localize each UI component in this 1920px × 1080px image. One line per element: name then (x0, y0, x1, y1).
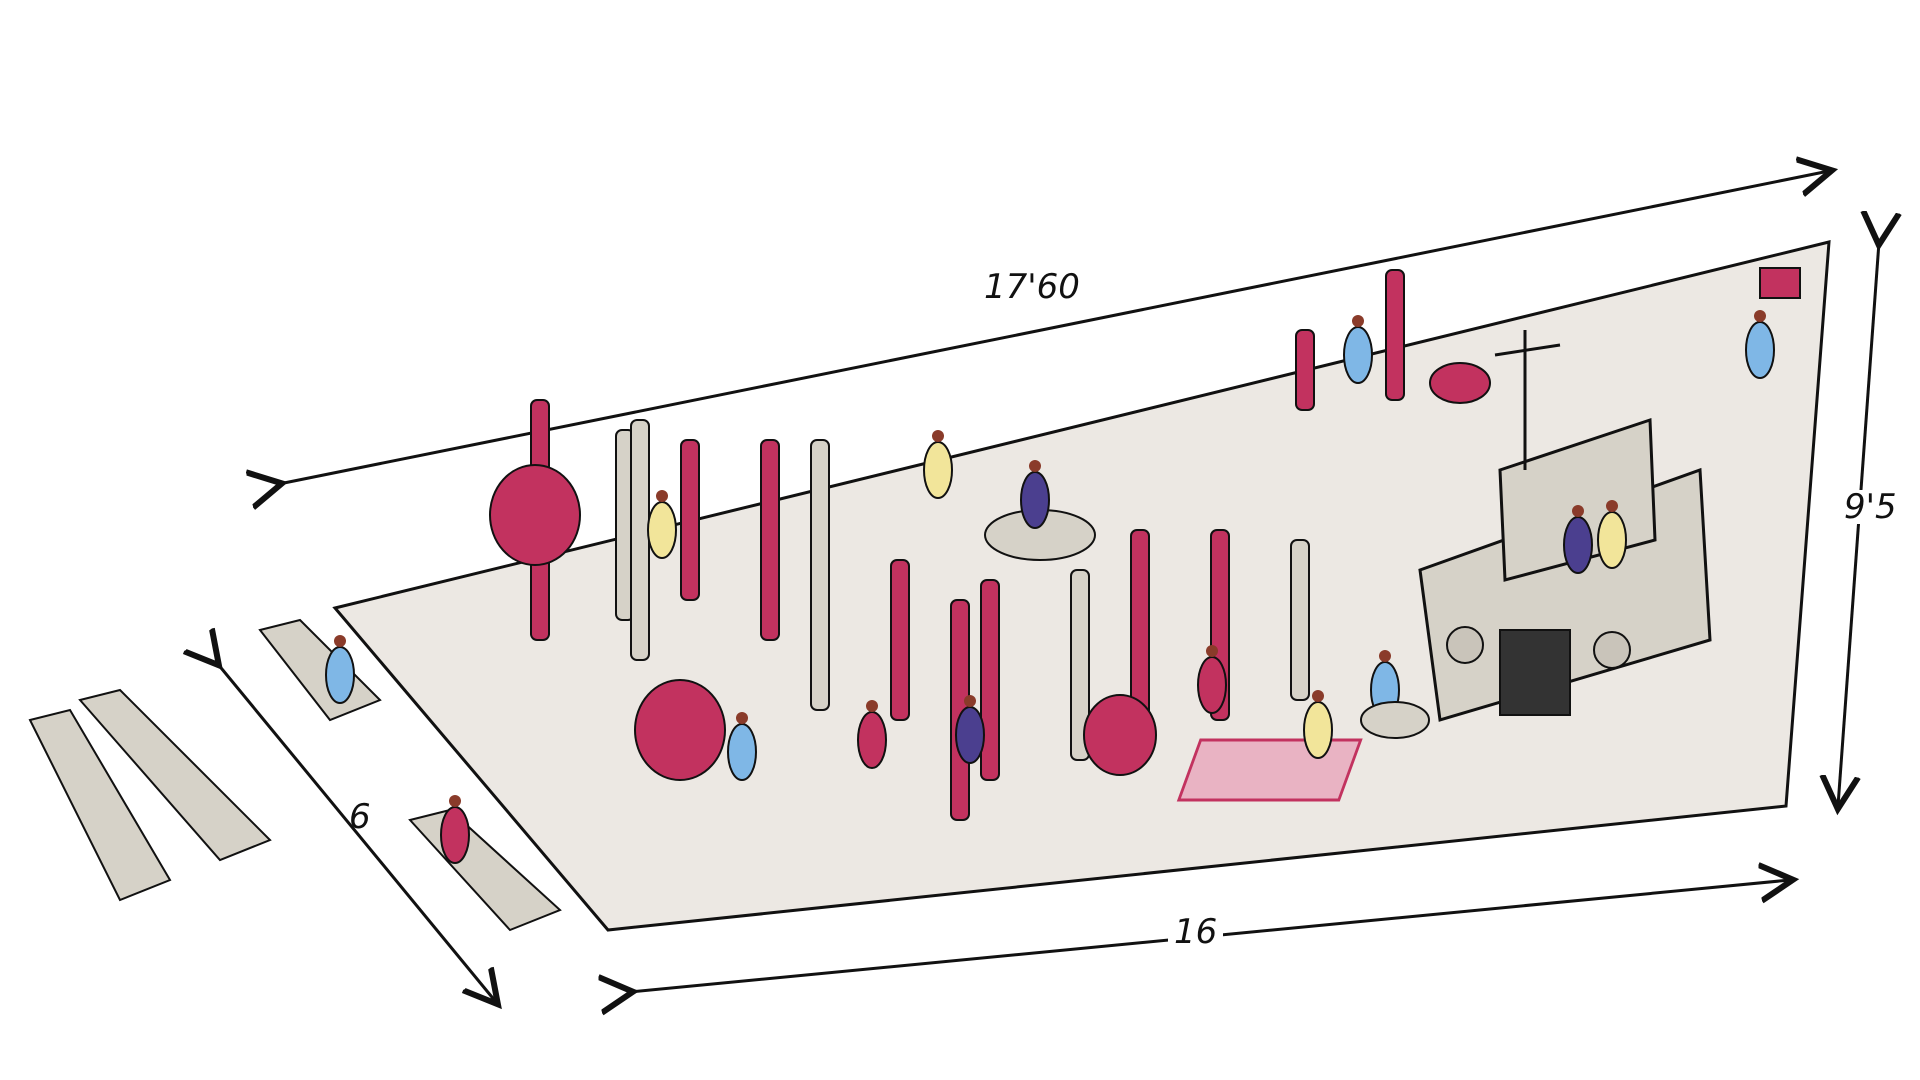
person (1745, 321, 1775, 379)
left-dimension-label: 6 (349, 797, 371, 837)
trees (489, 269, 1405, 821)
person-head (656, 490, 668, 502)
person-head (1606, 500, 1618, 512)
person (727, 723, 757, 781)
person-head (1572, 505, 1584, 517)
tree (1295, 329, 1315, 411)
person-head (736, 712, 748, 724)
tree (810, 439, 830, 711)
person-head (1206, 645, 1218, 657)
person (1597, 511, 1627, 569)
bottom-dimension-label: 16 (1168, 915, 1224, 949)
basket (1083, 694, 1157, 776)
people (325, 310, 1775, 864)
person-head (1312, 690, 1324, 702)
person (325, 646, 355, 704)
person (1303, 701, 1333, 759)
bench (28, 708, 172, 902)
person-head (1029, 460, 1041, 472)
tree (1385, 269, 1405, 401)
person (923, 441, 953, 499)
play-house (1176, 330, 1712, 802)
tree (980, 579, 1000, 781)
person (1197, 656, 1227, 714)
tree (1070, 569, 1090, 761)
person-head (334, 635, 346, 647)
person (440, 806, 470, 864)
person (647, 501, 677, 559)
right-dimension-line (1838, 242, 1879, 806)
person-head (1352, 315, 1364, 327)
person-head (1754, 310, 1766, 322)
tree (890, 559, 910, 721)
person (1020, 471, 1050, 529)
person (1563, 516, 1593, 574)
bench (78, 688, 272, 862)
basket (634, 679, 726, 781)
person-head (932, 430, 944, 442)
tree (760, 439, 780, 641)
person-head (449, 795, 461, 807)
person (857, 711, 887, 769)
tree (630, 419, 650, 661)
tree (680, 439, 700, 601)
basket (489, 464, 581, 566)
person (955, 706, 985, 764)
top-dimension-label: 17'60 (978, 270, 1086, 304)
decorations (1360, 267, 1801, 739)
person-head (964, 695, 976, 707)
person-head (1379, 650, 1391, 662)
left-dimension-line (217, 663, 496, 1002)
person-head (866, 700, 878, 712)
right-dimension-label: 9'5 (1838, 490, 1903, 524)
person (1343, 326, 1373, 384)
tree (1290, 539, 1310, 701)
